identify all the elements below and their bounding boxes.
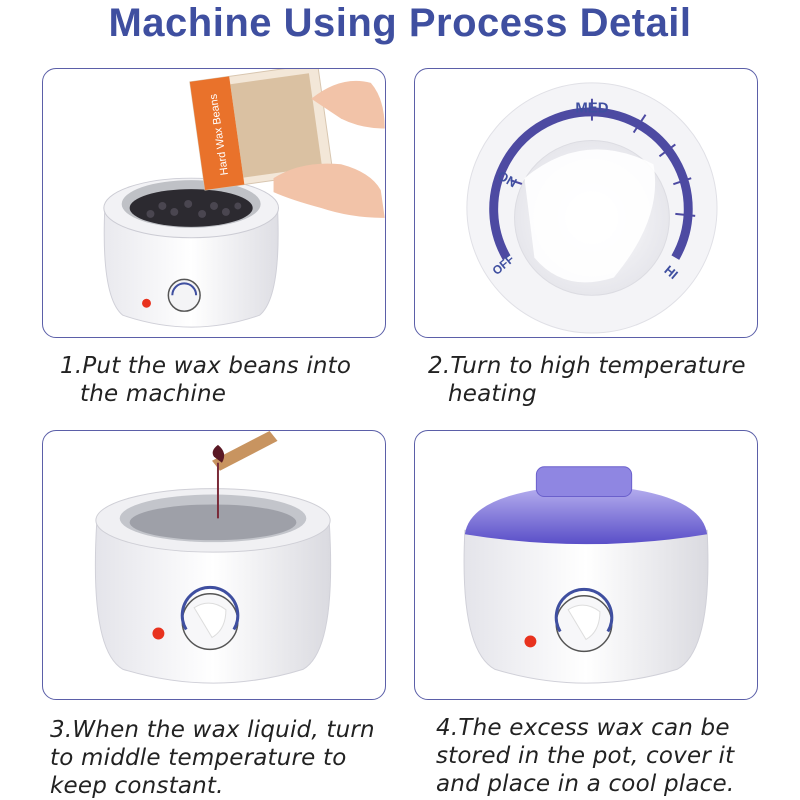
wax-warmer-with-beans-illustration: Hard Wax Beans	[103, 69, 385, 328]
step-1-caption: 1.Put the wax beans into the machine	[60, 352, 351, 408]
step-4-line-1: 4.The excess wax can be	[436, 715, 730, 741]
indicator-light-icon	[524, 635, 537, 648]
step-3-line-2: to middle temperature to	[50, 745, 347, 771]
step-4-line-2: stored in the pot, cover it	[436, 743, 735, 769]
wax-warmer-melted-illustration	[94, 431, 332, 684]
step-4-line-3: and place in a cool place.	[436, 771, 735, 797]
wax-warmer-covered-illustration	[463, 466, 709, 684]
indicator-light-icon	[142, 298, 151, 308]
indicator-light-icon	[152, 627, 165, 640]
dial-label-med: MED	[575, 101, 608, 117]
step-3-line-3: keep constant.	[50, 773, 224, 799]
step-3-image	[42, 430, 386, 700]
step-1-line-2: the machine	[80, 381, 227, 407]
step-4-image	[414, 430, 758, 700]
step-2-image: MED ON OFF HI	[414, 68, 758, 338]
step-3-line-1: 3.When the wax liquid, turn	[50, 717, 375, 743]
step-2-line-2: heating	[448, 381, 537, 407]
step-4-caption: 4.The excess wax can be stored in the po…	[436, 714, 734, 798]
step-2-line-1: 2.Turn to high temperature	[428, 353, 746, 379]
step-1-image: Hard Wax Beans	[42, 68, 386, 338]
temperature-dial-illustration: MED ON OFF HI	[466, 82, 718, 334]
page-title: Machine Using Process Detail	[108, 1, 692, 45]
step-2-caption: 2.Turn to high temperature heating	[428, 352, 746, 408]
step-3-caption: 3.When the wax liquid, turn to middle te…	[50, 716, 375, 800]
step-1-line-1: 1.Put the wax beans into	[60, 353, 352, 379]
